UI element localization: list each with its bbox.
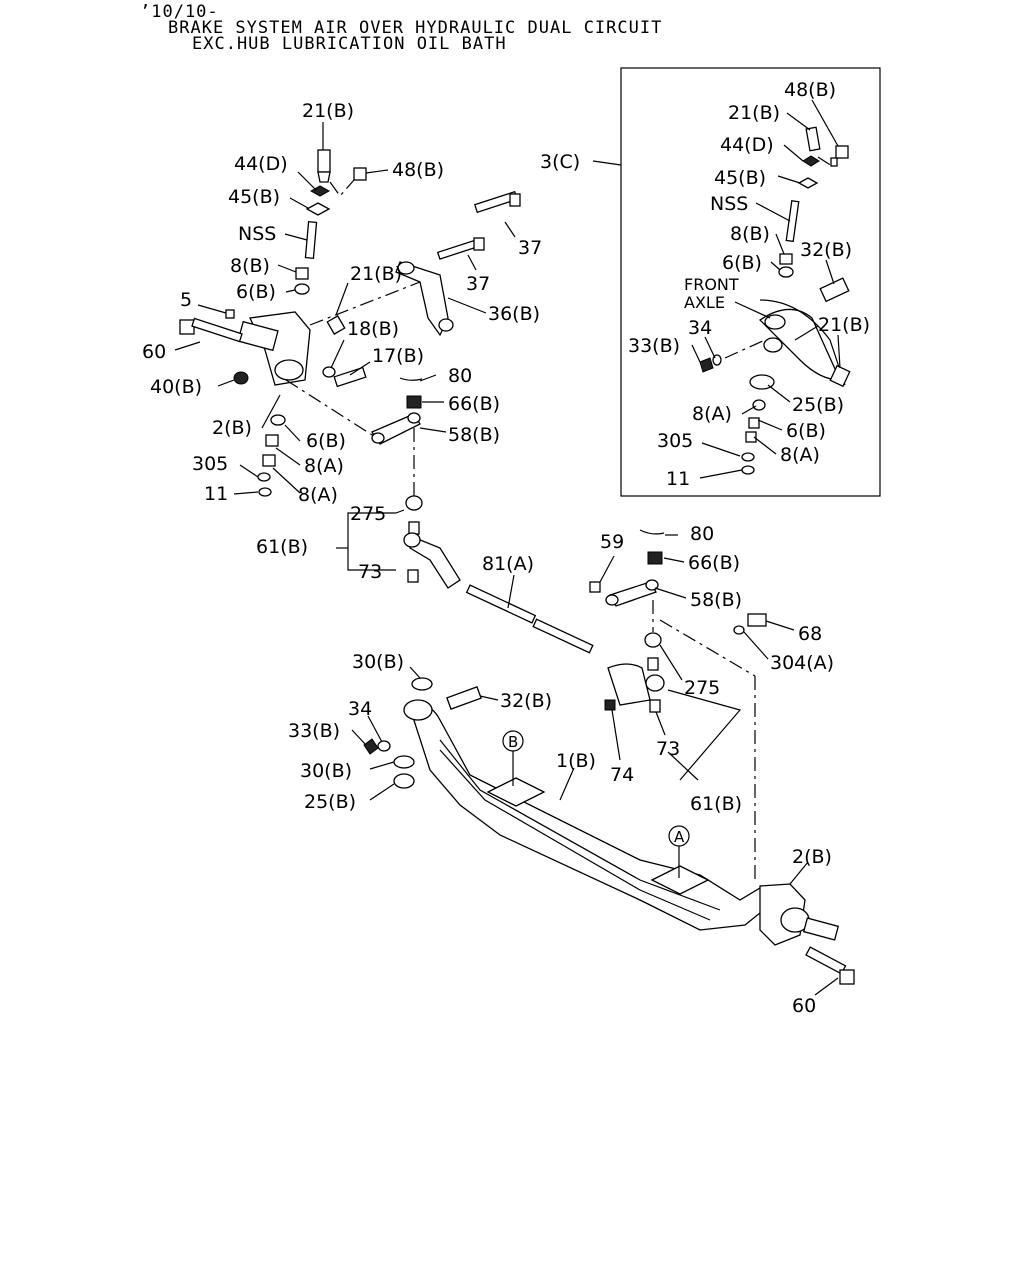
label-305: 305: [192, 453, 228, 475]
label-68: 68: [798, 623, 822, 645]
label-25b-inset: 25(B): [792, 394, 844, 416]
label-6b: 6(B): [236, 281, 276, 303]
label-11-inset: 11: [666, 468, 690, 490]
label-304a: 304(A): [770, 652, 834, 674]
header-brake-system: BRAKE SYSTEM AIR OVER HYDRAULIC DUAL CIR…: [168, 18, 663, 38]
label-45b: 45(B): [228, 186, 280, 208]
label-axle-inset: AXLE: [684, 293, 725, 312]
label-80-top: 80: [448, 365, 472, 387]
label-305-inset: 305: [657, 430, 693, 452]
label-34: 34: [348, 698, 372, 720]
label-b-circle: B: [508, 733, 518, 751]
label-32b-inset: 32(B): [800, 239, 852, 261]
label-74: 74: [610, 764, 634, 786]
label-1b: 1(B): [556, 750, 596, 772]
label-61b-mid: 61(B): [690, 793, 742, 815]
inset-box: [620, 67, 881, 497]
label-275-top: 275: [350, 503, 386, 525]
tie-rod-end-left: [403, 495, 461, 589]
label-73-top: 73: [358, 561, 382, 583]
label-58b-mid: 58(B): [690, 589, 742, 611]
label-30b-low: 30(B): [300, 760, 352, 782]
label-18b: 18(B): [347, 318, 399, 340]
label-21b-mid: 21(B): [350, 263, 402, 285]
label-2b-left: 2(B): [212, 417, 252, 439]
label-nss: NSS: [238, 223, 276, 245]
label-81a: 81(A): [482, 553, 534, 575]
label-66b-top: 66(B): [448, 393, 500, 415]
label-8a-2: 8(A): [298, 484, 338, 506]
label-33b: 33(B): [288, 720, 340, 742]
header-hub-lubrication: EXC.HUB LUBRICATION OIL BATH: [192, 34, 507, 54]
diagram-header: ’10/10- BRAKE SYSTEM AIR OVER HYDRAULIC …: [140, 2, 663, 54]
label-6b-inset: 6(B): [722, 252, 762, 274]
label-58b-top: 58(B): [448, 424, 500, 446]
label-34-inset: 34: [688, 317, 712, 339]
label-40b: 40(B): [150, 376, 202, 398]
label-21b-inset-mid: 21(B): [818, 314, 870, 336]
label-33b-inset: 33(B): [628, 335, 680, 357]
label-66b-mid: 66(B): [688, 552, 740, 574]
label-2b-right: 2(B): [792, 846, 832, 868]
label-11: 11: [204, 483, 228, 505]
label-25b: 25(B): [304, 791, 356, 813]
label-6b-inset-low: 6(B): [786, 420, 826, 442]
label-48b-inset: 48(B): [784, 79, 836, 101]
inset-parts: [699, 126, 851, 475]
steering-arm: [395, 190, 521, 337]
upper-drag-link: [371, 377, 423, 500]
label-5: 5: [180, 289, 192, 311]
tie-rod-end-right: [589, 529, 767, 713]
label-60-top: 60: [142, 341, 166, 363]
label-8b: 8(B): [230, 255, 270, 277]
label-a-circle: A: [674, 828, 685, 846]
label-37-a: 37: [518, 237, 542, 259]
label-80-mid: 80: [690, 523, 714, 545]
inset-ref-label: 3(C): [540, 151, 580, 173]
label-61b-top: 61(B): [256, 536, 308, 558]
label-nss-inset: NSS: [710, 193, 748, 215]
label-60-bottom: 60: [792, 995, 816, 1017]
axle-left-end-parts: [363, 677, 482, 789]
tie-rod: [465, 584, 594, 654]
upper-knuckle-assembly: [179, 149, 421, 497]
label-6b-low: 6(B): [306, 430, 346, 452]
label-36b: 36(B): [488, 303, 540, 325]
label-48b: 48(B): [392, 159, 444, 181]
label-44d: 44(D): [234, 153, 288, 175]
label-37-b: 37: [466, 273, 490, 295]
label-17b: 17(B): [372, 345, 424, 367]
label-8b-inset: 8(B): [730, 223, 770, 245]
label-8a-inset-1: 8(A): [692, 403, 732, 425]
header-date-range: ’10/10-: [140, 2, 219, 22]
label-8a-inset-2: 8(A): [780, 444, 820, 466]
label-45b-inset: 45(B): [714, 167, 766, 189]
label-73-mid: 73: [656, 738, 680, 760]
label-275-mid: 275: [684, 677, 720, 699]
label-front-inset: FRONT: [684, 275, 739, 294]
label-8a-1: 8(A): [304, 455, 344, 477]
label-30b-top: 30(B): [352, 651, 404, 673]
knuckle-right: [659, 619, 855, 985]
label-21b-top: 21(B): [302, 100, 354, 122]
label-59: 59: [600, 531, 624, 553]
label-44d-inset: 44(D): [720, 134, 774, 156]
label-32b: 32(B): [500, 690, 552, 712]
label-21b-inset-top: 21(B): [728, 102, 780, 124]
axle-beam: [403, 699, 771, 931]
